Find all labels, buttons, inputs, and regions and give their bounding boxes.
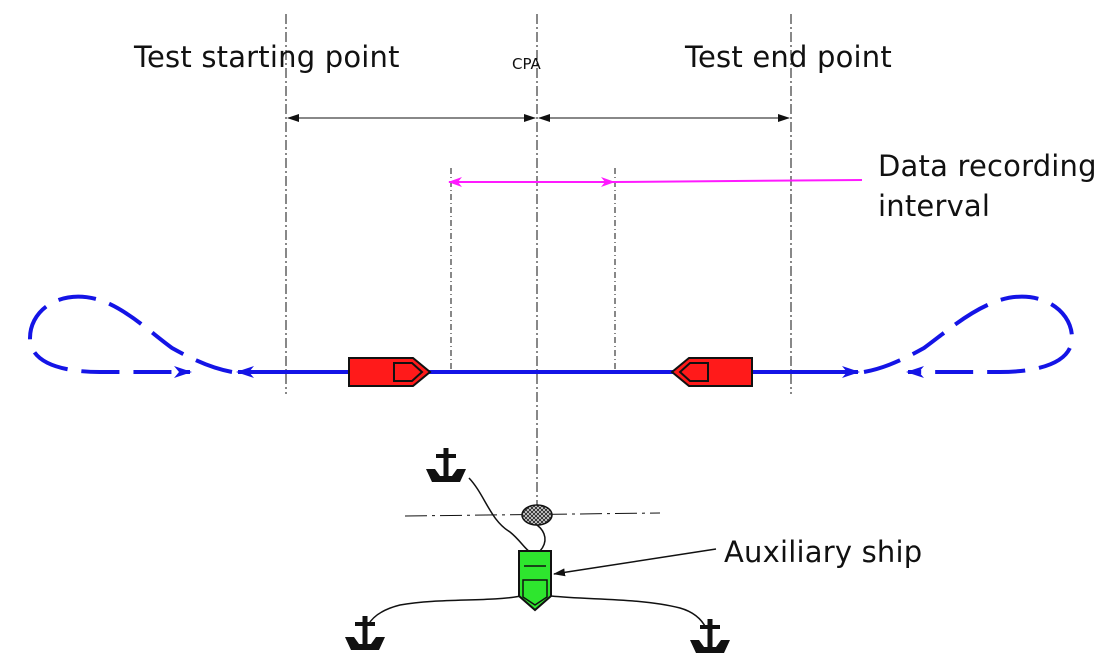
auxiliary-ship-label: Auxiliary ship	[724, 535, 923, 569]
buoy-icon	[521, 504, 553, 526]
auxiliary-ship	[518, 550, 552, 612]
mooring-line-buoy	[536, 524, 546, 552]
recording-leader-line	[613, 179, 863, 183]
mooring-line-top	[468, 477, 531, 553]
test-start-label: Test starting point	[134, 40, 400, 74]
anchor-icon	[426, 448, 466, 482]
test-ship-right	[670, 357, 753, 387]
mooring-line-left	[367, 595, 522, 626]
cpa-label: CPA	[512, 55, 541, 73]
auxiliary-ship-pointer	[553, 548, 717, 577]
buoy-bearing-line	[404, 512, 661, 517]
data-recording-label-line1: Data recording	[878, 149, 1097, 183]
anchor-icon	[690, 619, 730, 653]
data-recording-label-line2: interval	[878, 189, 991, 223]
test-ship-left	[348, 357, 432, 387]
left-turn-loop	[27, 294, 233, 378]
mooring-line-right	[550, 595, 707, 629]
data-recording-interval-label: Data recording interval	[878, 146, 1097, 226]
test-end-label: Test end point	[685, 40, 892, 74]
anchor-icon	[345, 616, 385, 650]
right-turn-loop	[863, 294, 1075, 378]
